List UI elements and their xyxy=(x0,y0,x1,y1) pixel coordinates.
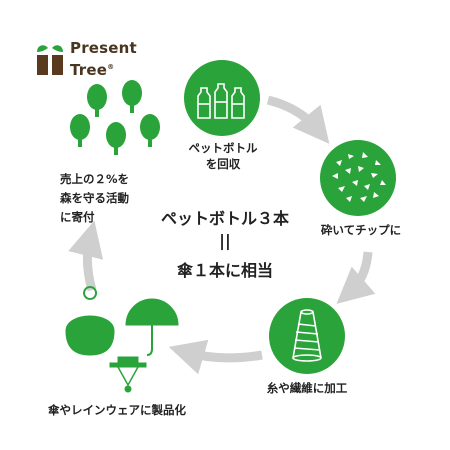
center-line2: 傘１本に相当 xyxy=(176,261,273,280)
center-equals: || xyxy=(219,231,231,250)
crush-label: 砕いてチップに xyxy=(320,223,402,237)
arrow-collect-to-crush xyxy=(266,95,330,144)
present-tree-logo: Present Tree® xyxy=(34,40,154,80)
bottles-circle-icon xyxy=(184,60,260,136)
arrow-fiber-to-products xyxy=(168,339,263,375)
arrow-crush-to-fiber xyxy=(336,251,376,304)
forest-icon xyxy=(70,80,160,155)
tree-logo-icon xyxy=(37,45,63,75)
collect-label: ペットボトル を回収 xyxy=(188,141,258,171)
chips-circle-icon xyxy=(320,140,396,216)
center-line1: ペットボトル３本 xyxy=(160,209,289,228)
products-icon xyxy=(65,286,179,393)
arrow-products-to-donate xyxy=(68,220,104,292)
donate-label: 売上の２%を 森を守る活動 に寄付 xyxy=(60,172,130,224)
logo-line1: Present xyxy=(70,39,137,57)
fiber-label: 糸や繊維に加工 xyxy=(266,381,348,395)
products-label: 傘やレインウェアに製品化 xyxy=(48,403,186,417)
logo-line2: Tree® xyxy=(70,61,115,79)
thread-spool-circle-icon xyxy=(269,298,345,374)
